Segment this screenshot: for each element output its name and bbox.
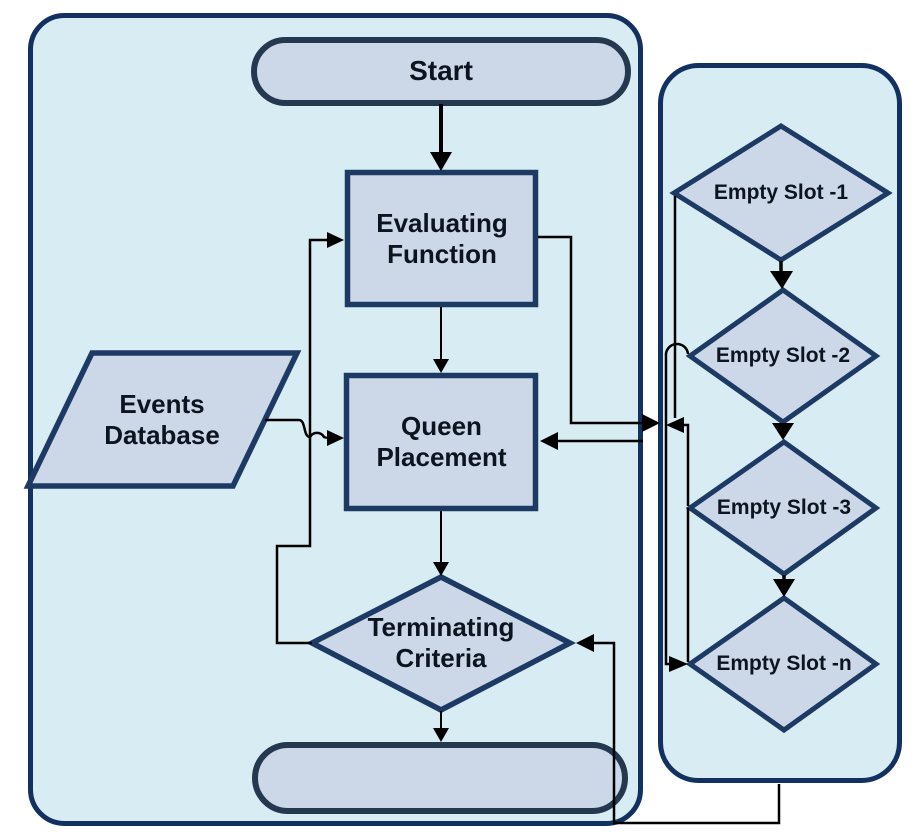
arrowhead-evaluating-to-slots bbox=[642, 414, 660, 432]
arrowhead-terminating-to-end bbox=[433, 728, 449, 742]
empty-slot-3-node-label: Empty Slot -3 bbox=[716, 496, 852, 519]
arrowhead-evaluating-to-queen bbox=[433, 359, 449, 373]
arrowhead-slot2-to-slot3 bbox=[772, 423, 794, 440]
arrowhead-slot3-to-slotn bbox=[773, 579, 795, 597]
arrowhead-into-slot-n bbox=[669, 656, 688, 672]
arrowhead-events-database-to-queen bbox=[327, 430, 344, 446]
arrowhead-slot3-left bbox=[666, 417, 684, 433]
edge-evaluating-to-slots bbox=[538, 235, 642, 425]
end-node-label bbox=[255, 745, 625, 811]
events-database-node-shape bbox=[23, 350, 302, 489]
end-node-shape bbox=[252, 742, 628, 814]
empty-slot-2-node-label: Empty Slot -2 bbox=[715, 344, 851, 367]
arrowhead-slot1-to-slot2 bbox=[770, 271, 793, 289]
empty-slot-2-node-shape bbox=[685, 286, 881, 426]
start-node-shape bbox=[251, 37, 631, 106]
empty-slot-n-node-label: Empty Slot -n bbox=[716, 652, 852, 675]
queen-placement-node-label: Queen Placement bbox=[376, 411, 507, 472]
terminating-criteria-node-shape bbox=[305, 573, 577, 714]
edge-slot3-up-line bbox=[684, 423, 690, 506]
edge-slots-panel-to-terminating bbox=[594, 641, 781, 825]
empty-slot-n-node-shape bbox=[685, 594, 881, 734]
terminating-criteria-node-label: Terminating Criteria bbox=[367, 612, 515, 673]
evaluating-function-node-label: Evaluating Function bbox=[376, 207, 508, 269]
arrowhead-slots-to-queen bbox=[540, 432, 558, 450]
events-database-node-label: Events Database bbox=[104, 389, 220, 450]
queen-placement-node-shape bbox=[343, 372, 539, 512]
arrowhead-terminating-to-evaluating-loop bbox=[327, 232, 344, 248]
edge-terminating-to-evaluating-loop bbox=[275, 238, 327, 645]
empty-slot-1-node-shape bbox=[669, 123, 893, 263]
arrowhead-start-to-evaluating bbox=[430, 152, 452, 171]
arrowhead-queen-to-terminating bbox=[433, 562, 449, 576]
evaluating-function-node-shape bbox=[344, 169, 539, 308]
edge-slot2-hop-down-line bbox=[664, 342, 690, 666]
empty-slot-1-node-label: Empty Slot -1 bbox=[713, 181, 849, 204]
empty-slot-3-node-shape bbox=[685, 438, 881, 578]
start-node-label: Start bbox=[409, 55, 473, 86]
arrowhead-into-terminating-right bbox=[576, 634, 594, 652]
